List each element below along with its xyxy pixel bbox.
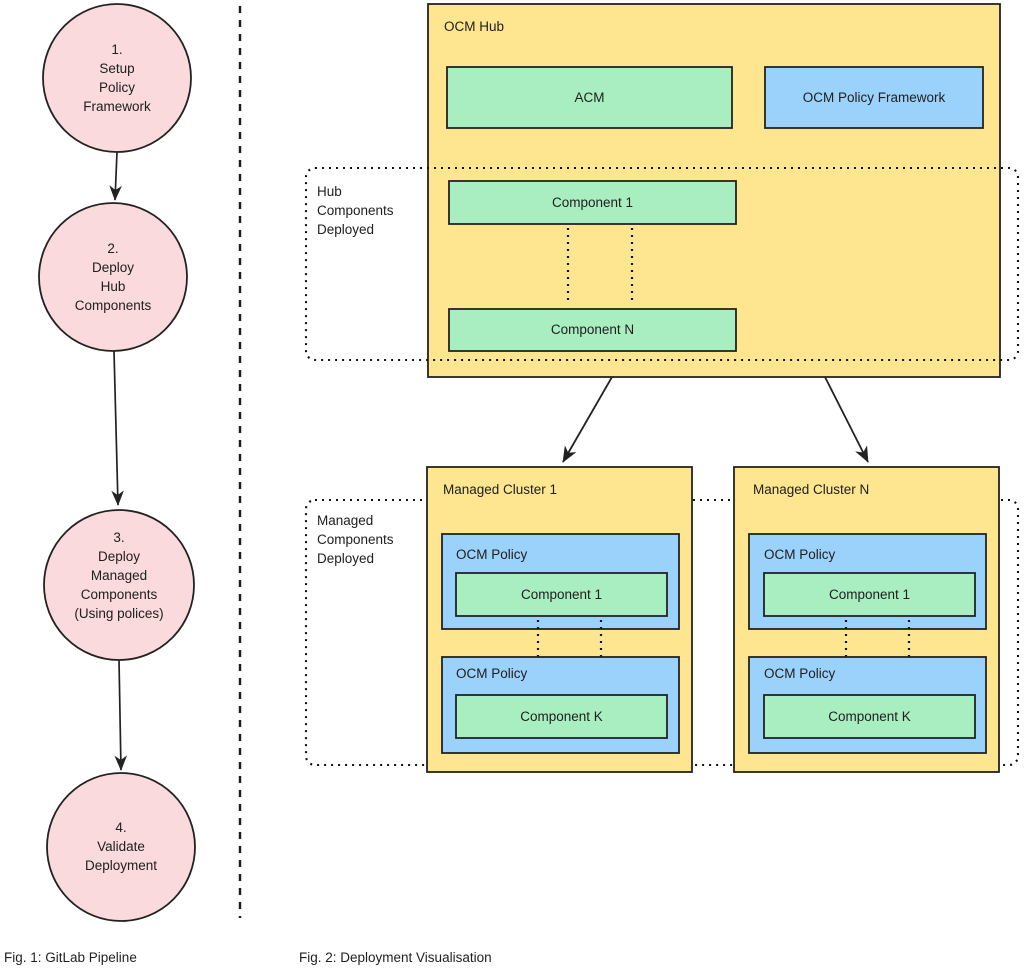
pipeline-node-circle	[46, 772, 196, 922]
mcn-policy-1-component-label: Component 1	[829, 587, 910, 602]
mc1-policy-1-component-label: Component 1	[521, 587, 602, 602]
ocm-policy-framework-rect	[764, 66, 984, 129]
pipeline-arrow-1-2	[109, 151, 122, 201]
hub-component-n[interactable]: Component N	[448, 308, 737, 352]
mcn-policy-1-label: OCM Policy	[764, 547, 836, 562]
mcn-policy-2-label: OCM Policy	[764, 666, 836, 681]
pipeline-node-line: Components	[75, 298, 152, 313]
mc1-policy-2-component-rect	[455, 694, 668, 739]
mcn-policy-1[interactable]: OCM Policy Component 1	[748, 533, 987, 630]
managed-group-label-line: Components	[317, 532, 394, 547]
hub-group-label-line: Hub	[317, 184, 342, 199]
pipeline-node-line: Framework	[83, 99, 151, 114]
acm-label: ACM	[575, 90, 605, 105]
pipeline-node-circle	[42, 3, 192, 153]
acm-box-rect	[446, 66, 733, 129]
mc1-policy-2[interactable]: OCM Policy Component K	[441, 656, 680, 754]
pipeline-node-circle	[43, 509, 195, 661]
pipeline-node-line: Policy	[99, 80, 135, 95]
pipeline-flow: 1. Setup Policy Framework 2. Deploy Hub …	[38, 3, 196, 922]
ocm-policy-framework-box[interactable]: OCM Policy Framework	[764, 66, 984, 129]
pipeline-node-line: Components	[81, 587, 158, 602]
pipeline-node-line: Setup	[99, 61, 134, 76]
managed-cluster-1[interactable]: Managed Cluster 1 OCM Policy Component 1…	[426, 466, 693, 773]
hub-group-label-line: Components	[317, 203, 394, 218]
hub-component-1-rect	[448, 180, 737, 225]
hub-to-cluster-1-arrow	[562, 376, 613, 463]
pipeline-node-step1[interactable]: 1. Setup Policy Framework	[42, 3, 192, 153]
pipeline-node-line: Hub	[101, 279, 126, 294]
pipeline-node-step4[interactable]: 4. Validate Deployment	[46, 772, 196, 922]
hub-component-n-label: Component N	[551, 322, 634, 337]
figure-2-caption: Fig. 2: Deployment Visualisation	[299, 950, 492, 965]
ocm-policy-framework-label: OCM Policy Framework	[803, 90, 946, 105]
mcn-policy-2-component-label: Component K	[828, 709, 911, 724]
pipeline-node-line: Validate	[97, 839, 145, 854]
pipeline-node-line: Deploy	[92, 260, 134, 275]
hub-component-n-rect	[448, 308, 737, 352]
mc1-policy-1-label: OCM Policy	[456, 547, 528, 562]
managed-cluster-n[interactable]: Managed Cluster N OCM Policy Component 1…	[733, 466, 1000, 773]
pipeline-node-line: 1.	[111, 42, 122, 57]
mcn-policy-2-component-rect	[763, 694, 976, 739]
pipeline-node-step2[interactable]: 2. Deploy Hub Components	[38, 202, 188, 352]
pipeline-node-line: 4.	[115, 820, 126, 835]
hub-components-deployed-group: Hub Components Deployed	[304, 166, 1020, 362]
pipeline-node-step3[interactable]: 3. Deploy Managed Components (Using poli…	[43, 509, 195, 661]
pipeline-node-line: Deploy	[98, 549, 140, 564]
hub-component-1[interactable]: Component 1	[448, 180, 737, 225]
hub-group-label-line: Deployed	[317, 222, 374, 237]
mcn-policy-1-component-rect	[763, 572, 976, 617]
figure-1-caption: Fig. 1: GitLab Pipeline	[4, 950, 137, 965]
managed-group-label-line: Deployed	[317, 551, 374, 566]
mc1-policy-1[interactable]: OCM Policy Component 1	[441, 533, 680, 630]
mc1-policy-2-label: OCM Policy	[456, 666, 528, 681]
hub-to-cluster-n-arrow	[824, 376, 869, 463]
mc1-policy-2-component-label: Component K	[520, 709, 603, 724]
pipeline-node-line: 2.	[107, 241, 118, 256]
managed-components-deployed-group: Managed Components Deployed	[304, 498, 1020, 767]
ocm-hub-title: OCM Hub	[444, 19, 504, 34]
pipeline-node-line: Deployment	[85, 858, 157, 873]
hub-component-1-label: Component 1	[552, 195, 633, 210]
pipeline-arrow-2-3	[111, 350, 124, 506]
managed-cluster-n-title: Managed Cluster N	[753, 482, 869, 497]
ocm-hub-cluster[interactable]: OCM Hub ACM OCM Policy Framework Compone…	[427, 3, 1001, 378]
pipeline-node-line: Managed	[91, 568, 147, 583]
pipeline-node-line: 3.	[113, 530, 124, 545]
pipeline-arrow-3-4	[114, 659, 128, 771]
acm-box[interactable]: ACM	[446, 66, 733, 129]
pipeline-node-circle	[38, 202, 188, 352]
mcn-policy-2[interactable]: OCM Policy Component K	[748, 656, 987, 754]
managed-group-label-line: Managed	[317, 513, 373, 528]
managed-cluster-1-title: Managed Cluster 1	[443, 482, 557, 497]
pipeline-node-line: (Using polices)	[74, 606, 163, 621]
mc1-policy-1-component-rect	[455, 572, 668, 617]
